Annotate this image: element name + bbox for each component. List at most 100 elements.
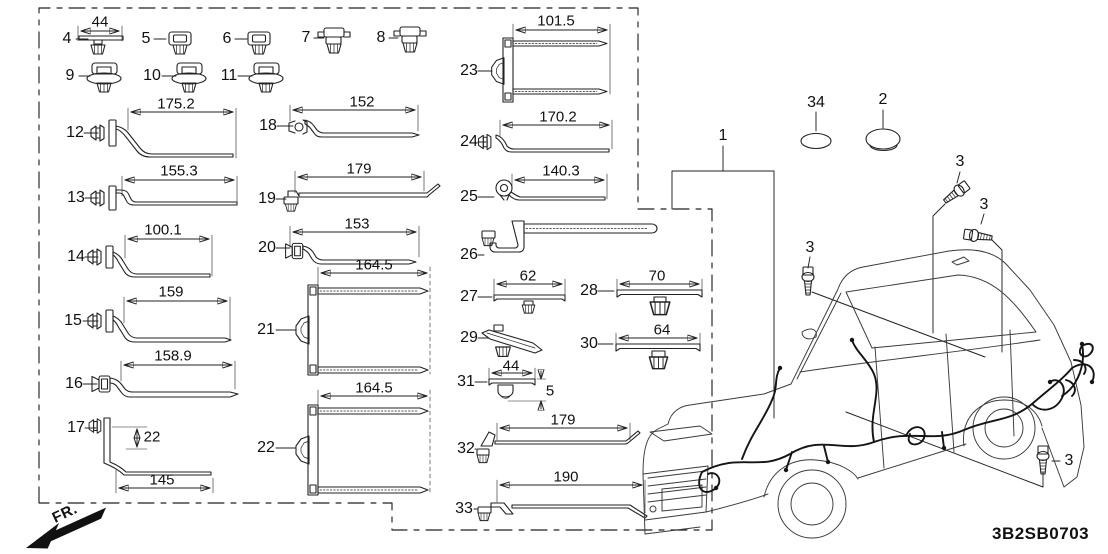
dim-label-31b: 5 <box>545 382 555 400</box>
bolt-icon-3b <box>962 227 994 245</box>
clip-icon-31 <box>488 378 536 399</box>
item-label-1: 1 <box>718 127 728 144</box>
dim-label-25: 140.3 <box>542 162 580 180</box>
dashed-border <box>38 7 713 531</box>
dim-label-17b: 145 <box>149 471 175 489</box>
dim-label-20: 153 <box>344 215 370 233</box>
clip-icon-30 <box>615 343 701 370</box>
item-label-18: 18 <box>259 117 277 134</box>
item-label-12: 12 <box>66 124 84 141</box>
dim-label-14: 100.1 <box>144 221 182 239</box>
clip-icon-24 <box>478 133 610 153</box>
dim-label-22: 164.5 <box>355 379 393 397</box>
dim-label-4: 44 <box>91 13 109 31</box>
item-label-10: 10 <box>143 67 161 84</box>
item-label-34: 34 <box>807 94 825 111</box>
clip-icon-6 <box>248 32 270 54</box>
dim-label-23: 101.5 <box>537 12 575 30</box>
dim-label-24: 170.2 <box>539 108 577 126</box>
clip-icon-33 <box>477 502 648 522</box>
clip-icon-16 <box>91 375 239 398</box>
clip-icon-19 <box>283 183 441 212</box>
item-label-2: 2 <box>878 91 888 108</box>
item-label-4: 4 <box>62 30 72 47</box>
item-label-16: 16 <box>65 375 83 392</box>
clip-icons-right-column <box>476 37 703 522</box>
item-label-5: 5 <box>141 30 151 47</box>
clip-icon-15 <box>87 309 232 343</box>
dim-label-13: 155.3 <box>160 162 198 180</box>
dim-label-31a: 44 <box>502 357 520 375</box>
fr-arrow-icon <box>26 507 106 549</box>
clip-icon-9 <box>87 63 121 92</box>
item-label-3a: 3 <box>955 153 965 170</box>
item-label-11: 11 <box>220 67 238 84</box>
item-label-24: 24 <box>460 133 478 150</box>
clip-icon-7 <box>318 28 350 53</box>
clip-icon-11 <box>249 63 283 92</box>
clip-icon-28 <box>616 289 703 316</box>
drawing-code: 3B2SB0703 <box>992 524 1090 543</box>
clip-icon-17 <box>88 417 212 476</box>
clip-icon-20 <box>285 242 417 265</box>
item-label-8: 8 <box>376 29 386 46</box>
item-label-21: 21 <box>257 321 275 338</box>
clip-icon-4 <box>78 35 124 55</box>
clip-icon-29 <box>481 324 543 358</box>
item-label-22: 22 <box>257 439 275 456</box>
dim-label-28: 70 <box>648 267 666 285</box>
item-label-7: 7 <box>301 29 311 46</box>
clip-icon-10 <box>172 63 206 92</box>
cap-grommet-icon <box>865 128 901 152</box>
clip-icon-12 <box>90 119 234 158</box>
item-label-15: 15 <box>64 312 82 329</box>
dim-label-27: 62 <box>519 267 537 285</box>
item-label-33: 33 <box>455 500 473 517</box>
grommet-icons <box>800 128 901 152</box>
bolt-icons <box>801 179 1050 488</box>
bolt-icon-3c <box>801 266 815 296</box>
dim-label-19: 179 <box>346 160 372 178</box>
item-label-28: 28 <box>580 282 598 299</box>
oval-grommet-icon <box>800 132 832 150</box>
item-label-19: 19 <box>258 190 276 207</box>
dim-label-12: 175.2 <box>157 95 195 113</box>
clip-icon-22 <box>295 404 429 496</box>
item-label-25: 25 <box>460 188 478 205</box>
item-label-6: 6 <box>222 30 232 47</box>
clip-icons-middle-column <box>283 119 441 496</box>
item-label-32: 32 <box>457 440 475 457</box>
clip-icon-32 <box>476 430 641 464</box>
bolt-icon-3a <box>940 179 972 207</box>
item-label-3b: 3 <box>979 196 989 213</box>
dim-label-21: 164.5 <box>355 256 393 274</box>
clip-icon-21 <box>295 284 429 376</box>
item-label-27: 27 <box>460 288 478 305</box>
item-label-14: 14 <box>67 248 85 265</box>
dim-label-16: 158.9 <box>154 347 192 365</box>
dim-label-17a: 22 <box>143 428 161 446</box>
clip-icon-26 <box>481 220 658 253</box>
wire-harness-drawing <box>698 337 1095 493</box>
item-label-31: 31 <box>457 373 475 390</box>
clip-icon-14 <box>87 245 211 278</box>
dimension-lines <box>77 23 703 514</box>
clip-icon-23 <box>491 37 608 103</box>
bolt-icon-3d <box>1036 445 1050 475</box>
dim-label-30: 64 <box>653 321 671 339</box>
item-label-20: 20 <box>258 239 276 256</box>
item-label-3d: 3 <box>1064 452 1074 469</box>
item-label-17: 17 <box>67 419 85 436</box>
item-label-30: 30 <box>580 335 598 352</box>
dim-label-32: 179 <box>550 411 576 429</box>
clip-icon-5 <box>169 32 191 54</box>
harness-bracket-lines <box>671 145 775 419</box>
clip-icon-25 <box>495 179 606 201</box>
item-label-26: 26 <box>460 246 478 263</box>
car-illustration <box>642 249 1085 539</box>
item-label-29: 29 <box>460 329 478 346</box>
dim-label-33: 190 <box>553 468 579 486</box>
clip-icon-13 <box>90 185 238 211</box>
